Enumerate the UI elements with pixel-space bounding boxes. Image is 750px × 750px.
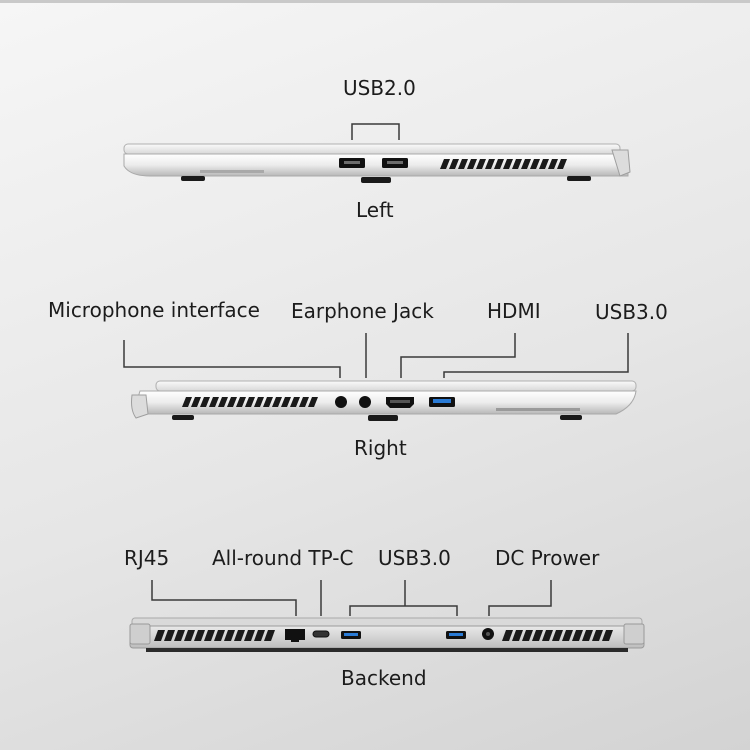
left-foot-3	[567, 176, 591, 181]
back-right-vent	[502, 630, 613, 641]
right-side-view	[123, 333, 637, 421]
hdmi-label: HDMI	[487, 299, 541, 323]
left-lid	[123, 143, 621, 155]
right-side-vent	[182, 397, 318, 407]
earphone-jack	[359, 396, 371, 408]
back-lid	[131, 617, 643, 627]
right-view-caption: Right	[354, 436, 407, 460]
left-side-vent	[440, 159, 567, 169]
right-usb3-leader	[443, 333, 629, 378]
left-foot-1	[181, 176, 205, 181]
left-side-view	[123, 123, 631, 183]
right-foot-2	[368, 415, 398, 421]
typec-port	[312, 630, 330, 638]
hdmi-leader	[400, 333, 516, 378]
left-hinge	[611, 149, 631, 177]
earphone-label: Earphone Jack	[291, 299, 434, 323]
right-usb3-label: USB3.0	[595, 300, 668, 324]
top-border	[0, 0, 750, 3]
right-foot-1	[172, 415, 194, 420]
left-foot-2	[361, 177, 391, 183]
back-view	[129, 580, 645, 652]
right-lid	[155, 380, 637, 392]
back-left-vent	[154, 630, 275, 641]
rj45-port	[285, 629, 305, 642]
right-hinge	[131, 394, 149, 419]
left-bottom-vent	[200, 170, 264, 173]
right-bottom-vent	[496, 408, 580, 411]
typec-label: All-round TP-C	[212, 546, 354, 570]
back-view-caption: Backend	[341, 666, 427, 690]
usb2-leader	[351, 123, 400, 140]
right-foot-3	[560, 415, 582, 420]
dc-label: DC Prower	[495, 546, 600, 570]
microphone-label: Microphone interface	[48, 298, 260, 322]
rj45-label: RJ45	[124, 546, 170, 570]
left-view-caption: Left	[356, 198, 394, 222]
back-usb3-label: USB3.0	[378, 546, 451, 570]
microphone-leader	[123, 340, 341, 378]
usb2-label: USB2.0	[343, 76, 416, 100]
back-usb3-bracket	[349, 605, 458, 616]
microphone-jack	[335, 396, 347, 408]
dc-leader	[488, 580, 552, 616]
back-bottom-shadow	[146, 648, 628, 652]
rj45-leader	[151, 580, 297, 616]
